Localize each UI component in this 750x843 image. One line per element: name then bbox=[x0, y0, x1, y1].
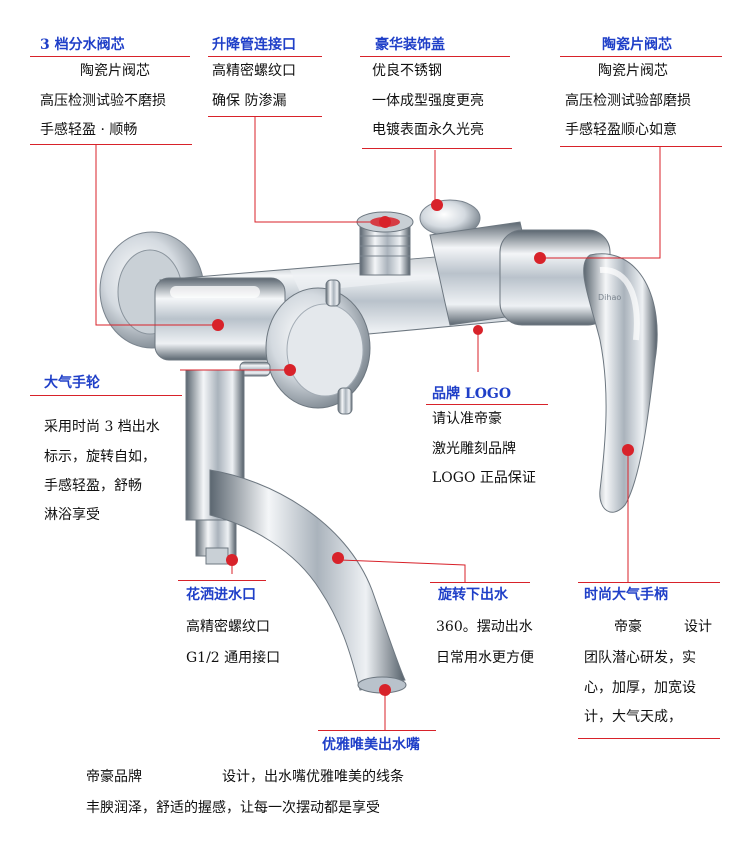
callout-line: 手感轻盈 · 顺畅 bbox=[40, 122, 138, 138]
callout-line: LOGO 正品保证 bbox=[432, 470, 536, 486]
callout-rule bbox=[560, 146, 722, 147]
callout-rule bbox=[430, 582, 530, 583]
lower-body bbox=[185, 369, 245, 565]
callout-lever-handle-title: 时尚大气手柄 bbox=[584, 587, 668, 603]
right-valve-body bbox=[429, 221, 611, 326]
callout-rule bbox=[560, 56, 722, 57]
callout-line: G1/2 通用接口 bbox=[186, 650, 281, 666]
diverter-valve-body bbox=[154, 277, 286, 361]
callout-line: 团队潜心研发，实 bbox=[584, 650, 696, 666]
callout-line: 请认准帝豪 bbox=[432, 411, 502, 427]
callout-rule bbox=[426, 404, 548, 405]
callout-line: 确保 防渗漏 bbox=[212, 93, 287, 109]
callout-swivel-outlet-title: 旋转下出水 bbox=[438, 587, 508, 603]
callout-line: 心，加厚，加宽设 bbox=[584, 680, 696, 696]
callout-ceramic-valve-title: 陶瓷片阀芯 bbox=[602, 37, 672, 53]
callout-rule bbox=[208, 56, 322, 57]
callout-markers bbox=[212, 199, 634, 696]
callout-line: 计，大气天成， bbox=[584, 709, 682, 725]
callout-line: 标示，旋转自如， bbox=[44, 449, 156, 465]
callout-line: 360。摆动出水 bbox=[436, 619, 533, 635]
callout-rule bbox=[360, 56, 510, 57]
callout-line: 陶瓷片阀芯 bbox=[80, 63, 150, 79]
callout-shower-inlet-title: 花洒进水口 bbox=[186, 587, 256, 603]
lever-handle: Dihao bbox=[583, 253, 658, 513]
callout-line: 激光雕刻品牌 bbox=[432, 441, 516, 457]
callout-line: 帝豪品牌 bbox=[86, 769, 142, 785]
callout-line: 一体成型强度更亮 bbox=[372, 93, 484, 109]
callout-line: 优良不锈钢 bbox=[372, 63, 442, 79]
riser-connection-port bbox=[356, 211, 414, 276]
callout-line: 高精密螺纹口 bbox=[212, 63, 296, 79]
callout-brand-logo-title: 品牌 LOGO bbox=[432, 386, 512, 402]
callout-line: 帝豪 bbox=[614, 619, 642, 635]
callout-line: 淋浴享受 bbox=[44, 507, 100, 523]
callout-handwheel-title: 大气手轮 bbox=[44, 375, 100, 391]
callout-rule bbox=[30, 144, 192, 145]
callout-line: 电镀表面永久光亮 bbox=[372, 122, 484, 138]
callout-line: 日常用水更方便 bbox=[436, 650, 534, 666]
engraved-logo-mark: Dihao bbox=[598, 293, 621, 302]
callout-rule bbox=[362, 148, 512, 149]
callout-rule bbox=[318, 730, 436, 731]
callout-line: 手感轻盈顺心如意 bbox=[565, 122, 677, 138]
callout-diverter-valve-title: 3 档分水阀芯 bbox=[40, 37, 125, 53]
callout-rule bbox=[30, 395, 182, 396]
callout-line: 采用时尚 3 档出水 bbox=[44, 419, 160, 435]
callout-line: 高精密螺纹口 bbox=[186, 619, 270, 635]
callout-line: 设计 bbox=[684, 619, 712, 635]
callout-rule bbox=[30, 56, 190, 57]
callout-line: 高压检测试验部磨损 bbox=[565, 93, 691, 109]
callout-line: 陶瓷片阀芯 bbox=[598, 63, 668, 79]
callout-decor-cover-title: 豪华装饰盖 bbox=[375, 37, 445, 53]
handwheel bbox=[239, 279, 371, 415]
callout-riser-port-title: 升降管连接口 bbox=[212, 37, 296, 53]
callout-rule bbox=[578, 738, 720, 739]
callout-spout-title: 优雅唯美出水嘴 bbox=[322, 737, 420, 753]
leader-lines bbox=[95, 116, 661, 730]
callout-line: 设计，出水嘴优雅唯美的线条 bbox=[222, 769, 404, 785]
callout-line: 手感轻盈，舒畅 bbox=[44, 478, 142, 494]
callout-line: 高压检测试验不磨损 bbox=[40, 93, 166, 109]
callout-line: 丰腴润泽，舒适的握感，让每一次摆动都是享受 bbox=[86, 800, 380, 816]
callout-rule bbox=[578, 582, 720, 583]
callout-rule bbox=[178, 580, 266, 581]
callout-rule bbox=[208, 116, 322, 117]
